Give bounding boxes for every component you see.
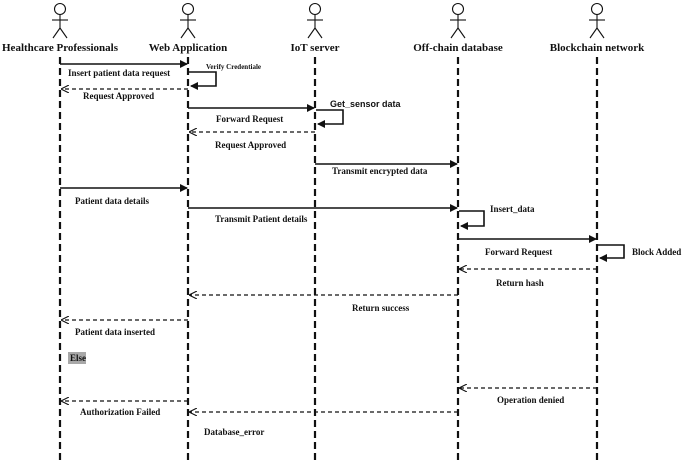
label-request-approved-1: Request Approved <box>83 91 154 101</box>
label-verify-credentials: Verify Credentiale <box>206 63 261 71</box>
label-authorization-failed: Authorization Failed <box>80 407 160 417</box>
arrow-insert-data <box>459 210 485 230</box>
actor-icon-iot-server <box>307 2 323 39</box>
arrow-verify-credentials <box>189 71 217 90</box>
arrow-block-added <box>598 244 625 262</box>
else-fragment-box <box>68 352 86 364</box>
actor-icon-blockchain-network <box>589 2 605 39</box>
label-return-success: Return success <box>352 303 410 313</box>
actor-name-healthcare-professionals: Healthcare Professionals <box>2 42 119 54</box>
label-patient-data-details: Patient data details <box>75 196 149 206</box>
actor-icon-off-chain-database <box>450 2 466 39</box>
label-block-added: Block Added <box>632 247 681 257</box>
label-else: Else <box>70 353 86 363</box>
label-transmit-encrypted: Transmit encrypted data <box>332 166 428 176</box>
label-insert-data: Insert_data <box>490 204 535 214</box>
actor-icon-healthcare-professionals <box>52 2 68 39</box>
label-forward-request-2: Forward Request <box>485 247 552 257</box>
label-insert-request: Insert patient data request <box>68 68 170 78</box>
actor-name-web-application: Web Application <box>149 42 228 54</box>
label-return-hash: Return hash <box>496 278 544 288</box>
actor-name-off-chain-database: Off-chain database <box>413 42 503 54</box>
label-patient-data-inserted: Patient data inserted <box>75 327 155 337</box>
label-operation-denied: Operation denied <box>497 395 564 405</box>
label-transmit-patient-details: Transmit Patient details <box>215 214 308 224</box>
label-get-sensor-data: Get_sensor data <box>330 99 402 109</box>
actor-name-iot-server: IoT server <box>291 42 340 54</box>
label-request-approved-2: Request Approved <box>215 140 286 150</box>
label-forward-request-1: Forward Request <box>216 114 283 124</box>
actor-icon-web-application <box>180 2 196 39</box>
arrow-get-sensor-data <box>316 109 344 128</box>
label-database-error: Database_error <box>204 427 264 437</box>
actor-name-blockchain-network: Blockchain network <box>550 42 645 54</box>
